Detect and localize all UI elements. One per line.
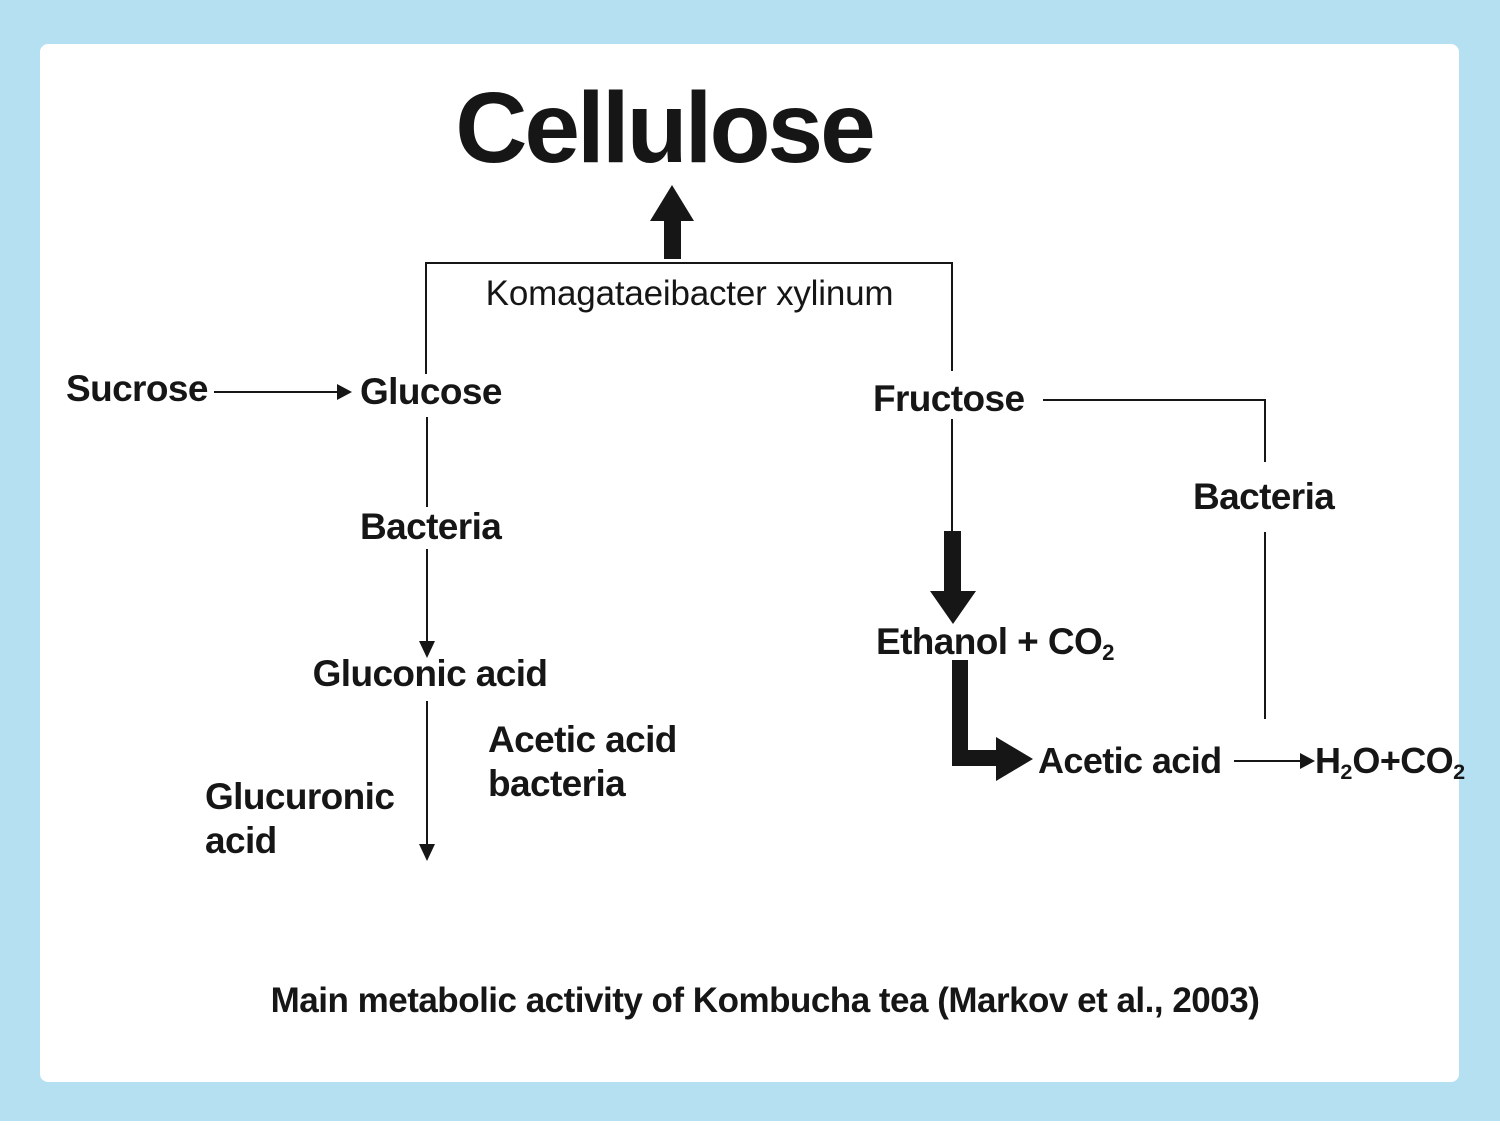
bottom-edge-strip: [0, 1121, 1500, 1125]
bracket-right-line: [951, 262, 953, 371]
label-h2o-co2: H2O+CO2: [1315, 740, 1466, 785]
ethanol-text: Ethanol + CO: [876, 621, 1103, 662]
label-fructose: Fructose: [873, 378, 1025, 419]
line-glucose-down: [426, 417, 428, 507]
diagram-caption: Main metabolic activity of Kombucha tea …: [270, 981, 1260, 1020]
label-bacteria-right: Bacteria: [1193, 476, 1335, 517]
acetic-acid-bacteria-line2: bacteria: [488, 763, 626, 804]
line-fructose-right: [1043, 399, 1266, 401]
glucuronic-acid-line1: Glucuronic: [205, 776, 395, 817]
arrow-acetic-to-water-head-icon: [1300, 753, 1315, 769]
acetic-acid-bacteria-line1: Acetic acid: [488, 719, 677, 760]
thick-elbow-horizontal: [952, 750, 997, 766]
diagram-panel: [40, 44, 1459, 1082]
thick-arrow-fructose-shaft: [944, 531, 961, 592]
water-h: H: [1315, 740, 1341, 781]
label-sucrose: Sucrose: [66, 368, 208, 409]
line-bacteria-down: [426, 549, 428, 642]
arrow-acetic-to-water-line: [1234, 760, 1302, 762]
water-oco: O+CO: [1352, 740, 1454, 781]
label-acetic-acid: Acetic acid: [1038, 740, 1222, 781]
line-fructose-down: [951, 419, 953, 532]
bracket-left-line: [425, 262, 427, 374]
arrow-sucrose-to-glucose-head-icon: [337, 384, 352, 400]
ethanol-subscript: 2: [1102, 640, 1115, 666]
bracket-top-line: [425, 262, 953, 264]
arrow-up-to-cellulose-icon: [650, 185, 694, 221]
label-gluconic-acid: Gluconic acid: [312, 653, 548, 694]
thick-elbow-head-icon: [996, 737, 1033, 781]
line-bacteria-right-down: [1264, 532, 1266, 719]
arrow-sucrose-to-glucose-line: [214, 391, 338, 393]
arrow-up-to-cellulose-shaft: [664, 219, 681, 259]
label-glucose: Glucose: [360, 371, 502, 412]
thick-arrow-fructose-head-icon: [930, 591, 976, 624]
line-fructose-elbow-down: [1264, 399, 1266, 462]
arrow-to-gluconic-head-icon: [419, 641, 435, 658]
line-gluconic-down: [426, 701, 428, 845]
water-h-subscript: 2: [1340, 759, 1353, 785]
label-ethanol-co2: Ethanol + CO2: [876, 621, 1114, 666]
water-co2-subscript: 2: [1453, 759, 1466, 785]
thick-elbow-vertical: [952, 660, 968, 766]
title-cellulose: Cellulose: [455, 72, 876, 184]
arrow-to-glucuronic-head-icon: [419, 844, 435, 861]
label-komagataeibacter-xylinum: Komagataeibacter xylinum: [485, 274, 894, 313]
label-bacteria-left: Bacteria: [360, 506, 502, 547]
glucuronic-acid-line2: acid: [205, 820, 277, 861]
